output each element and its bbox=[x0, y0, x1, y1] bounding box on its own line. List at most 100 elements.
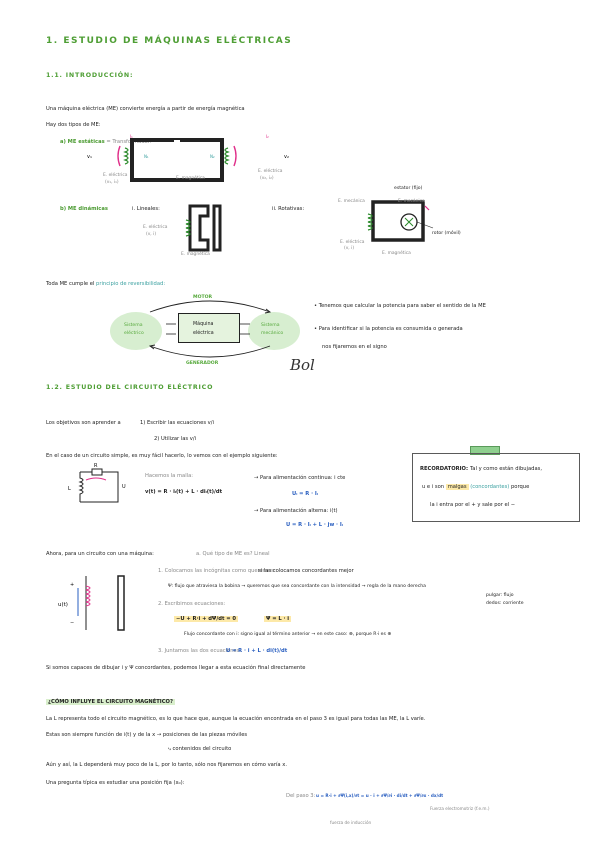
bullet-2-text: Para identificar si la potencia es consu… bbox=[318, 326, 463, 332]
influye-heading-text: ¿CÓMO INFLUYE EL CIRCUITO MAGNÉTICO? bbox=[46, 699, 175, 705]
reminder-line-2a: u e i son bbox=[422, 484, 445, 490]
type-a-rest: = Transformador: bbox=[106, 139, 152, 145]
equation-2b: Ψ = L · i bbox=[264, 616, 292, 622]
reminder-line-2: u e i son malgas (concordantes) porque bbox=[422, 484, 529, 490]
machine-box bbox=[178, 313, 240, 343]
transformer-mag: E. magnética bbox=[176, 176, 205, 181]
svg-text:u(t): u(t) bbox=[58, 602, 68, 608]
svg-text:L: L bbox=[68, 486, 71, 492]
rotative-e: E. eléctrica bbox=[340, 240, 365, 245]
fem-label: Fuerza electromotriz (f.e.m.) bbox=[430, 806, 490, 811]
svg-text:I₁: I₁ bbox=[130, 134, 133, 139]
equation-2: −U + R·i + dΨ/dt = 0 bbox=[174, 616, 238, 622]
fem-label-2: fuerza de inducción bbox=[330, 820, 372, 825]
linear-e: E. eléctrica bbox=[143, 225, 168, 230]
flujo-line: Flujo concordante con i: signo igual al … bbox=[184, 632, 392, 637]
rotative-mec1: E. mecánica bbox=[338, 199, 365, 204]
label-motor: MOTOR bbox=[193, 295, 213, 300]
linear-eb: (v, i) bbox=[146, 232, 157, 237]
step-3: 3. Juntamos las dos ecuaciones: bbox=[158, 648, 242, 654]
svg-text:v₂: v₂ bbox=[284, 154, 289, 160]
ahora-line: Ahora, para un circuito con una máquina: bbox=[46, 551, 154, 557]
svg-text:R: R bbox=[94, 463, 98, 469]
influye-line-4: Aún y así, la L dependerá muy poco de la… bbox=[46, 762, 287, 768]
bubble-sistema-mecanico bbox=[248, 312, 300, 350]
reversibility-line: Toda ME cumple el principio de reversibi… bbox=[46, 281, 165, 287]
reminder-line-2d: porque bbox=[511, 484, 530, 490]
influye-heading: ¿CÓMO INFLUYE EL CIRCUITO MAGNÉTICO? bbox=[46, 699, 175, 705]
maquina-2: eléctrica bbox=[193, 331, 214, 336]
objective-1: 1) Escribir las ecuaciones v/i bbox=[140, 420, 214, 426]
ahora-question: a. Qué tipo de ME es? Lineal bbox=[196, 551, 270, 557]
influye-line-3: ⤷ contenidos del circuito bbox=[168, 746, 232, 752]
paso3-label: Del paso 3: bbox=[286, 793, 316, 799]
linear-machine-diagram bbox=[185, 204, 222, 252]
reminder-line-2c: (concordantes) bbox=[470, 484, 510, 490]
linear-mag: E. magnética bbox=[181, 252, 210, 257]
psi-line: Ψ: flujo que atraviesa la bobina → quere… bbox=[168, 584, 426, 589]
rotative-rotor: rotor (móvil) bbox=[432, 231, 461, 236]
svg-text:N₁: N₁ bbox=[144, 154, 149, 159]
type-b-rotativas: ii. Rotativas: bbox=[272, 206, 305, 212]
svg-text:−: − bbox=[70, 620, 74, 626]
step-1: 1. Colocamos las incógnitas como queremo… bbox=[158, 568, 276, 574]
svg-text:U: U bbox=[122, 484, 126, 490]
influye-line-5: Una pregunta típica es estudiar una posi… bbox=[46, 780, 185, 786]
intro-line-1: Una máquina eléctrica (ME) convierte ene… bbox=[46, 106, 245, 112]
reversibility-arrows bbox=[148, 300, 272, 358]
type-a-label: a) ME estáticas bbox=[60, 139, 105, 145]
section-heading-circuito: 1.2. ESTUDIO DEL CIRCUITO ELÉCTRICO bbox=[46, 384, 214, 391]
reminder-title: RECORDATORIO: bbox=[420, 466, 469, 472]
equation-1: v(t) = R · iₗ(t) + L · diₗ(t)/dt bbox=[145, 489, 223, 495]
rotative-eb: (v, i) bbox=[344, 246, 355, 251]
sistema-mecanico-1: Sistema bbox=[261, 323, 280, 328]
objective-2: 2) Utilizar las v/i bbox=[154, 436, 197, 442]
continua-line: → Para alimentación continua: i cte bbox=[254, 475, 346, 481]
svg-text:+: + bbox=[70, 582, 74, 588]
svg-text:N₂: N₂ bbox=[210, 154, 215, 159]
paso3-equation: u = R·i + ∂Ψ(i,x)/∂t = u · i + ∂Ψ/∂i · d… bbox=[316, 793, 444, 798]
sistema-electrico-2: eléctrico bbox=[124, 331, 144, 336]
reminder-line-2b: malgas bbox=[445, 484, 469, 490]
bubble-sistema-electrico bbox=[110, 312, 162, 350]
bullet-1-text: Tenemos que calcular la potencia para sa… bbox=[318, 303, 486, 309]
bullet-3: nos fijaremos en el signo bbox=[322, 344, 387, 350]
transformer-e2: E. eléctrica bbox=[258, 169, 283, 174]
signature: Bol bbox=[290, 356, 315, 374]
bullet-1: • Tenemos que calcular la potencia para … bbox=[314, 303, 486, 309]
equation-3: U = R · i + L · di(t)/dt bbox=[226, 648, 288, 654]
intro-line-2: Hay dos tipos de ME: bbox=[46, 122, 101, 128]
pulgar-2: dedos: corriente bbox=[486, 601, 524, 606]
transformer-e2b: (v₂, i₂) bbox=[260, 176, 274, 181]
objectives-line: Los objetivos son aprender a bbox=[46, 420, 121, 426]
label-generador: GENERADOR bbox=[186, 361, 219, 366]
reminder-line-3: la i entra por el + y sale por el − bbox=[430, 502, 516, 508]
reminder-box bbox=[412, 453, 580, 522]
influye-line-1: La L representa todo el circuito magnéti… bbox=[46, 716, 426, 722]
alterna-equation: U = R · Iₗ + L · jw · Iₗ bbox=[286, 522, 343, 528]
alterna-line: → Para alimentación alterna: i(t) bbox=[254, 508, 338, 514]
section-heading-introduccion: 1.1. INTRODUCCIÓN: bbox=[46, 72, 134, 79]
type-b-label: b) ME dinámicas bbox=[60, 206, 108, 212]
equation-2b-text: Ψ = L · i bbox=[264, 616, 292, 622]
page-title: 1. ESTUDIO DE MÁQUINAS ELÉCTRICAS bbox=[46, 36, 293, 46]
reminder-line-1: Tal y como están dibujadas, bbox=[470, 466, 542, 472]
influye-line-2: Estas son siempre función de i(t) y de l… bbox=[46, 732, 248, 738]
transformer-e1: E. eléctrica bbox=[103, 173, 128, 178]
svg-text:v₁: v₁ bbox=[87, 154, 92, 160]
malla-label: Hacemos la malla: bbox=[145, 473, 194, 479]
pulgar-1: pulgar: flujo bbox=[486, 593, 514, 598]
equation-2-text: −U + R·i + dΨ/dt = 0 bbox=[174, 616, 238, 622]
svg-text:I₂: I₂ bbox=[266, 134, 269, 139]
continua-equation: Uₗ = R · Iₗ bbox=[292, 491, 318, 497]
rotative-mag: E. magnética bbox=[382, 251, 411, 256]
sistema-mecanico-2: mecánico bbox=[261, 331, 284, 336]
reminder-tab bbox=[470, 446, 500, 455]
machine-circuit-diagram: u(t) + − bbox=[58, 575, 125, 631]
rl-circuit-diagram: R L U bbox=[68, 463, 126, 503]
simple-circuit-line: En el caso de un circuito simple, es muy… bbox=[46, 453, 278, 459]
maquina-1: Máquina bbox=[193, 322, 214, 327]
rotative-estator: estator (fijo) bbox=[394, 186, 423, 191]
rotative-mec2: E. mecánica bbox=[398, 199, 425, 204]
transformer-e1b: (v₁, i₁) bbox=[105, 180, 119, 185]
